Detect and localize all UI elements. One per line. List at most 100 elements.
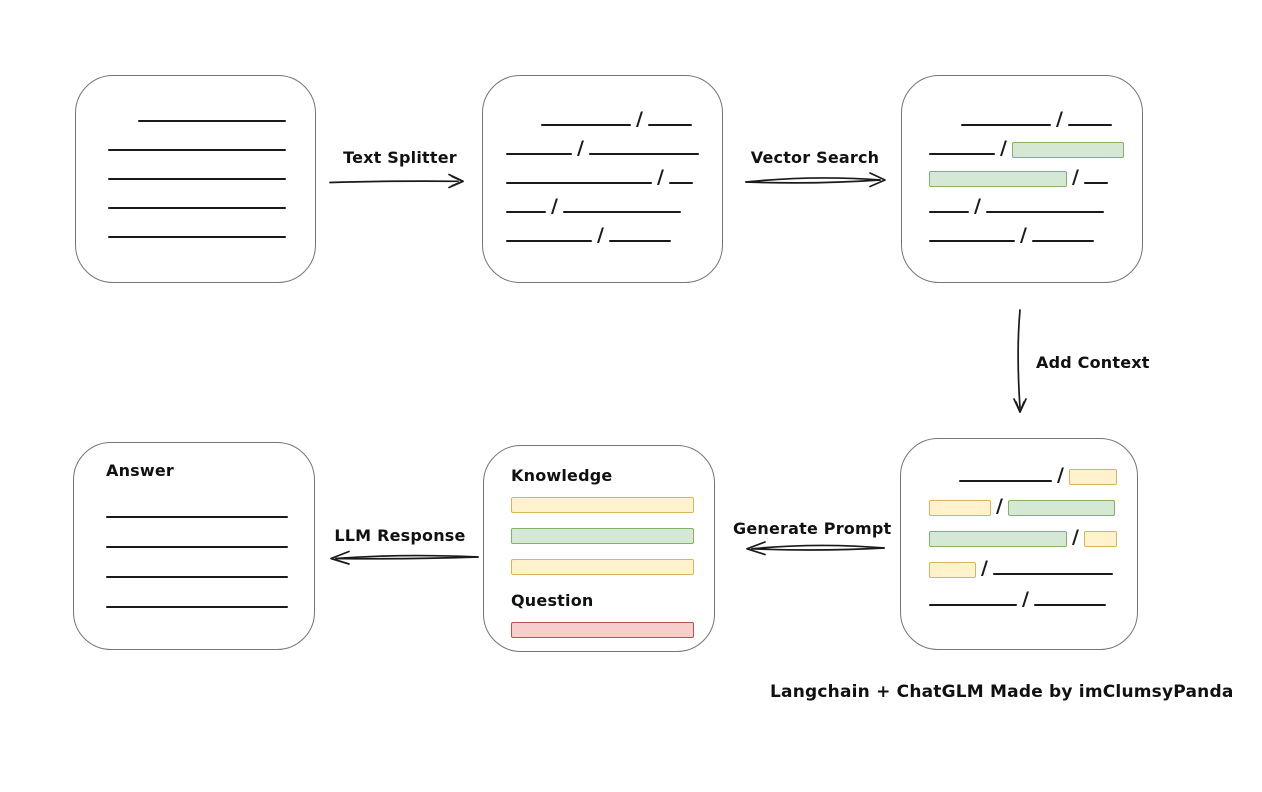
knowledge-bars [511, 497, 714, 575]
chunk-row [108, 222, 315, 241]
add-context-label: Add Context [1036, 353, 1150, 372]
text-line [929, 153, 995, 155]
chunk-separator-slash: / [1020, 224, 1027, 246]
text-line [985, 211, 1104, 213]
generate-prompt-label: Generate Prompt [733, 519, 892, 538]
chunk-row: / [929, 559, 1137, 578]
text-line [929, 240, 1015, 242]
chunk-row [106, 502, 314, 521]
text-line [1067, 124, 1112, 126]
red-chunk-bar [511, 622, 694, 638]
knowledge-label: Knowledge [511, 466, 613, 485]
green-chunk-bar [1007, 500, 1115, 516]
yellow-chunk-bar [929, 562, 976, 578]
chunk-row [108, 164, 315, 183]
llm-response-label: LLM Response [334, 526, 466, 545]
split-chunk-lines: / / / / / [506, 110, 722, 245]
text-line [647, 124, 692, 126]
chunk-row [106, 592, 314, 611]
green-chunk-bar [511, 528, 694, 544]
chunk-separator-slash: / [981, 557, 988, 579]
yellow-chunk-bar [1083, 531, 1117, 547]
text-line [961, 124, 1051, 126]
chunk-separator-slash: / [1056, 108, 1063, 130]
text-line [506, 211, 546, 213]
chunk-row: / [506, 168, 722, 187]
text-line [106, 576, 288, 578]
text-line [106, 516, 288, 518]
text-line [108, 149, 286, 151]
document-lines [108, 106, 315, 241]
add-context-arrow-icon [1013, 309, 1027, 413]
chunk-row: / [506, 197, 722, 216]
green-chunk-bar [929, 531, 1067, 547]
chunk-separator-slash: / [551, 195, 558, 217]
chunk-row [108, 193, 315, 212]
text-line [506, 182, 652, 184]
text-line [1083, 182, 1108, 184]
green-chunk-bar [1011, 142, 1124, 158]
document-box [75, 75, 316, 283]
yellow-chunk-bar [1068, 469, 1117, 485]
chunk-row [511, 528, 714, 544]
chunk-row [138, 106, 315, 125]
chunk-separator-slash: / [597, 224, 604, 246]
yellow-chunk-bar [929, 500, 991, 516]
chunk-row: / [506, 139, 722, 158]
question-bar [511, 622, 714, 638]
question-label: Question [511, 591, 594, 610]
chunk-row: / [929, 168, 1142, 187]
text-line [992, 573, 1113, 575]
matched-chunk-lines: / / / / / [929, 110, 1142, 245]
generate-prompt-arrow-icon [746, 541, 885, 556]
text-line [106, 546, 288, 548]
yellow-chunk-bar [511, 559, 694, 575]
text-line [929, 211, 969, 213]
prompt-box: Knowledge Question [483, 445, 715, 652]
diagram-caption: Langchain + ChatGLM Made by imClumsyPand… [770, 682, 1234, 702]
chunk-separator-slash: / [636, 108, 643, 130]
chunk-separator-slash: / [657, 166, 664, 188]
chunk-separator-slash: / [1000, 137, 1007, 159]
chunk-row [511, 559, 714, 575]
text-line [506, 240, 592, 242]
llm-response-arrow-icon [330, 550, 479, 565]
text-line [929, 604, 1017, 606]
chunk-separator-slash: / [974, 195, 981, 217]
vector-search-arrow-icon [745, 172, 886, 188]
chunk-separator-slash: / [1057, 464, 1064, 486]
text-line [1031, 240, 1094, 242]
text-line [106, 606, 288, 608]
text-line [541, 124, 631, 126]
chunk-row: / [929, 528, 1137, 547]
text-line [608, 240, 671, 242]
context-chunks-box: / / / / / [900, 438, 1138, 650]
chunk-separator-slash: / [577, 137, 584, 159]
text-splitter-label: Text Splitter [343, 148, 457, 167]
chunk-row [106, 562, 314, 581]
text-line [562, 211, 681, 213]
chunk-row: / [929, 139, 1142, 158]
text-splitter-arrow-icon [329, 173, 464, 189]
text-line [588, 153, 699, 155]
chunk-row: / [541, 110, 722, 129]
text-line [668, 182, 693, 184]
matched-chunks-box: / / / / / [901, 75, 1143, 283]
chunk-row: / [929, 590, 1137, 609]
chunk-row [108, 135, 315, 154]
context-chunk-lines: / / / / / [929, 466, 1137, 609]
chunk-separator-slash: / [1022, 588, 1029, 610]
chunk-separator-slash: / [996, 495, 1003, 517]
yellow-chunk-bar [511, 497, 694, 513]
answer-label: Answer [106, 461, 175, 480]
chunk-row [106, 532, 314, 551]
chunk-row: / [961, 110, 1142, 129]
answer-box: Answer [73, 442, 315, 650]
text-line [108, 178, 286, 180]
chunk-row [511, 497, 714, 513]
text-line [138, 120, 286, 122]
chunk-row: / [959, 466, 1137, 485]
text-line [108, 207, 286, 209]
text-line [959, 480, 1052, 482]
